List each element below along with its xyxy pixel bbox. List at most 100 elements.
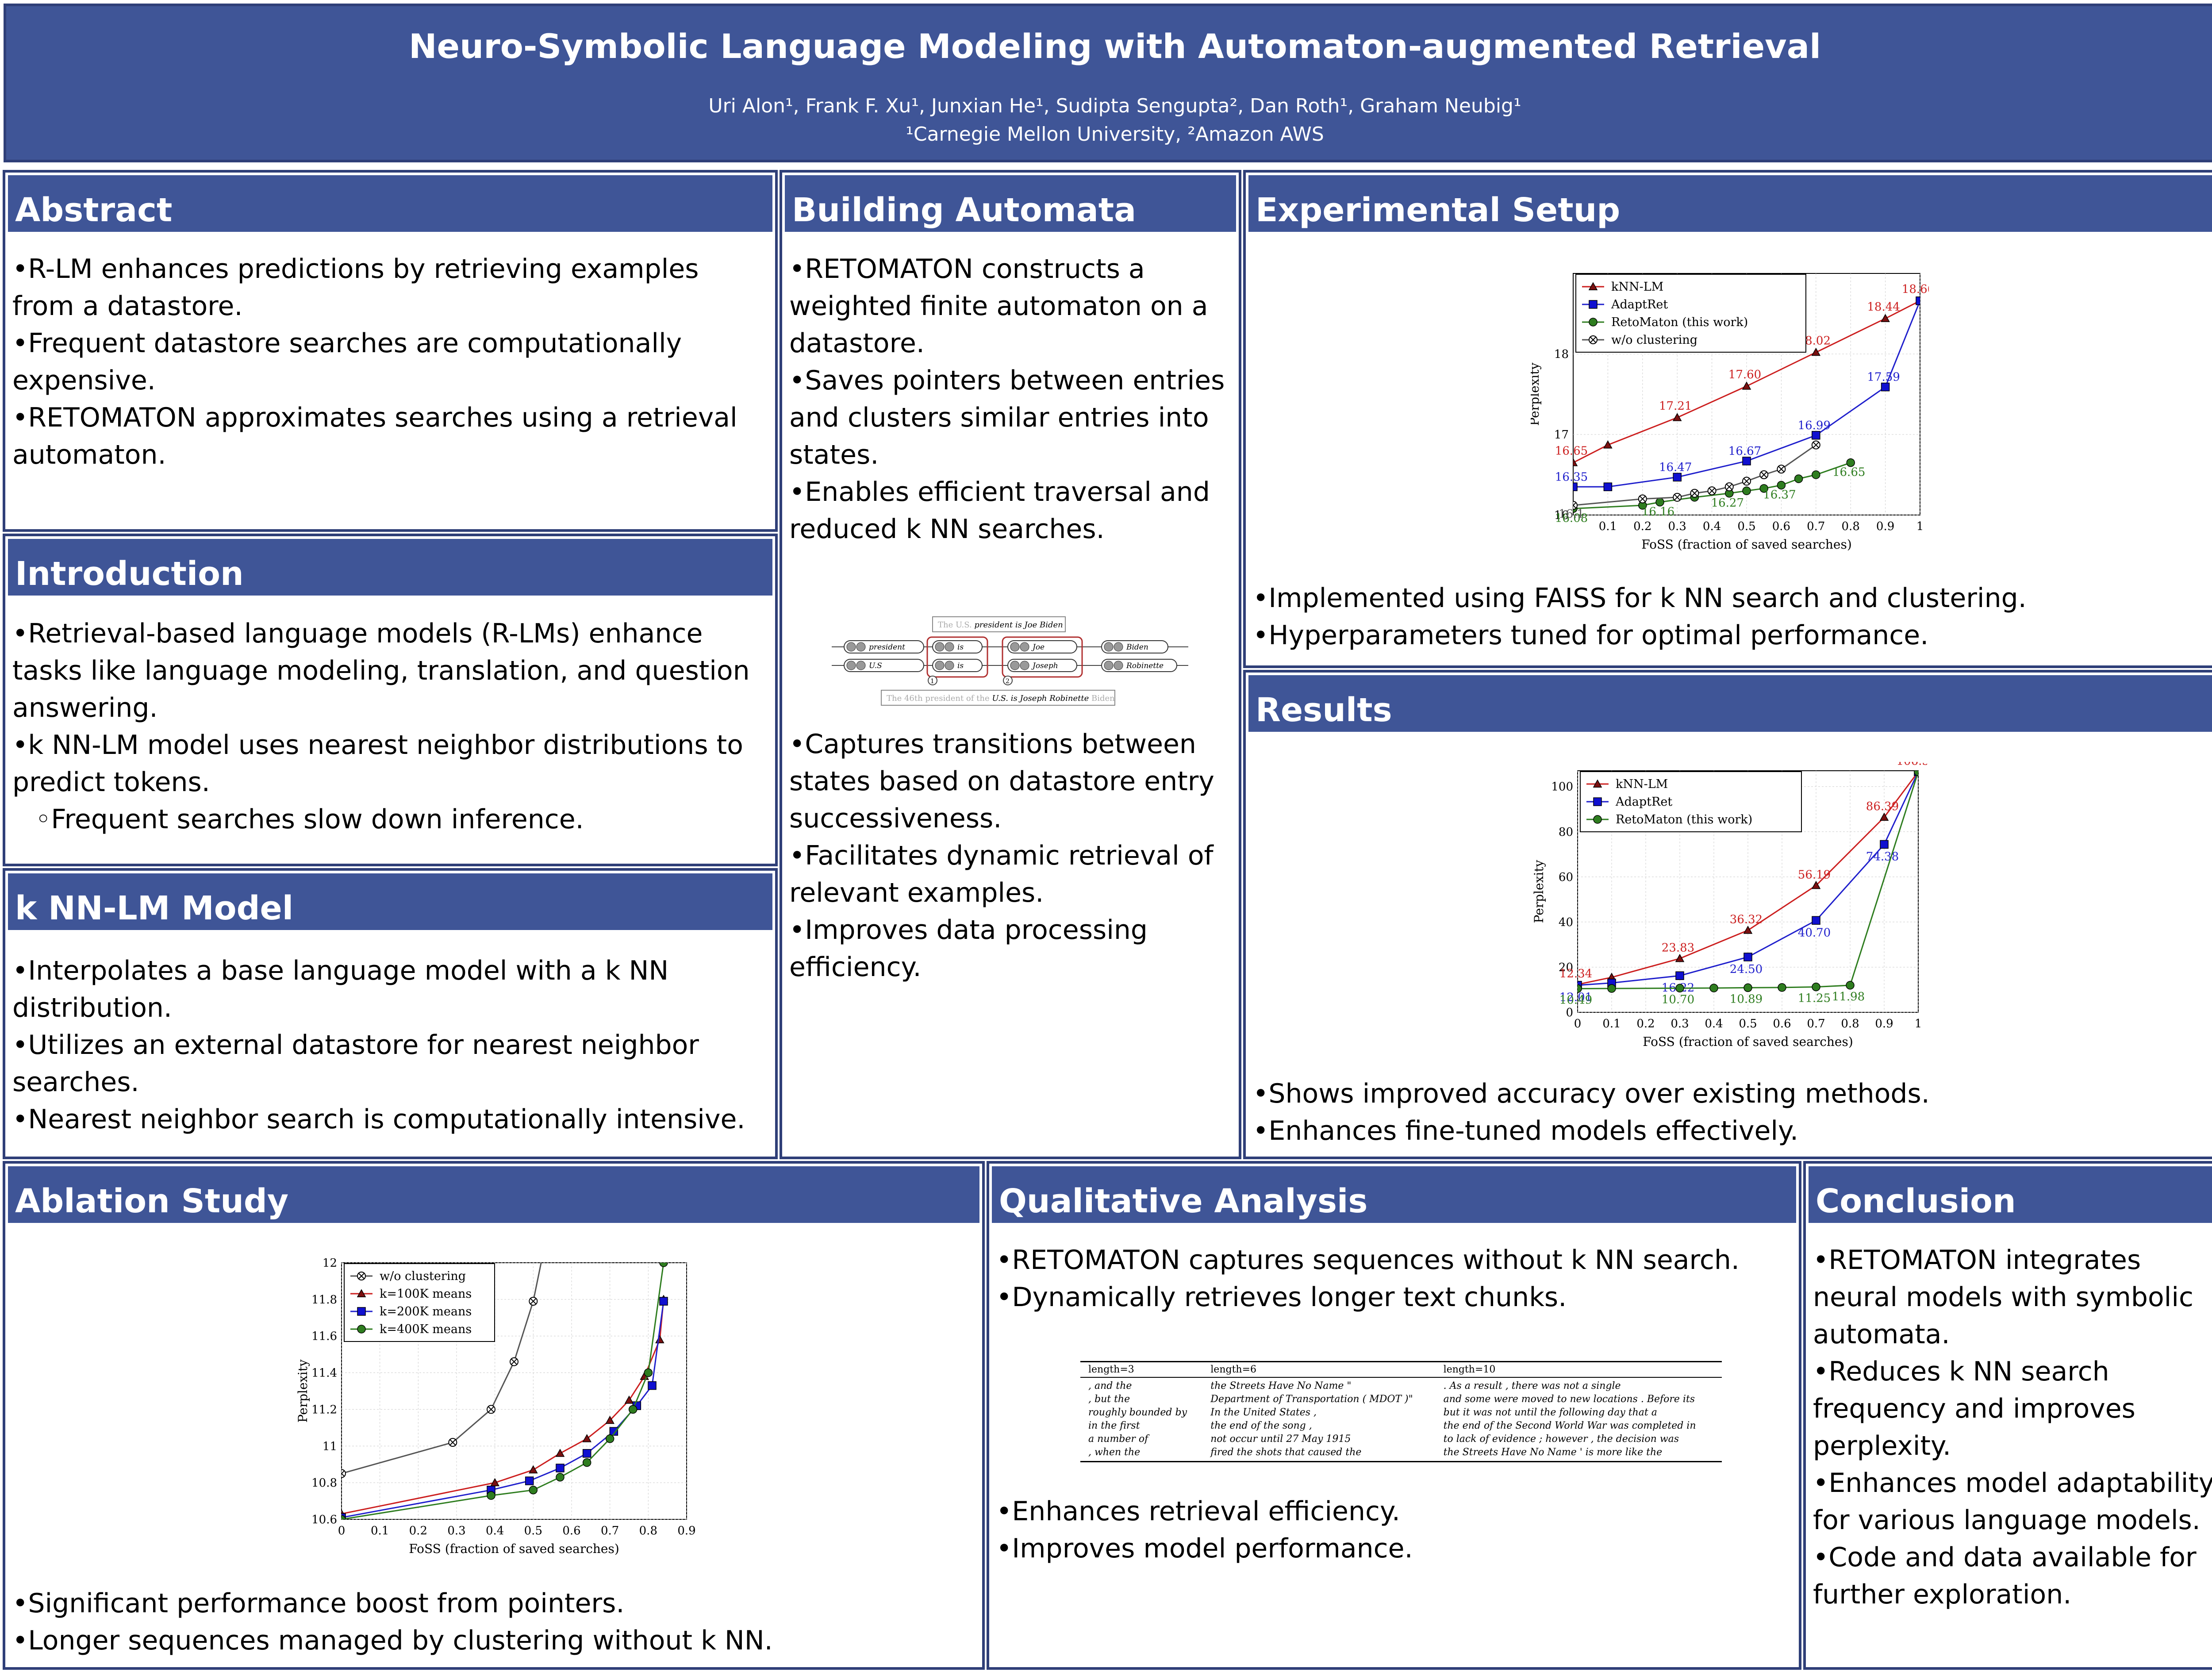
x-tick-label: 0.2	[1636, 1017, 1655, 1030]
diagram-top-caption-box	[932, 616, 1066, 632]
x-tick-label: 0.2	[1633, 520, 1651, 533]
data-label: 36.32	[1730, 913, 1763, 926]
x-tick-label: 0.8	[1842, 520, 1860, 533]
data-point	[1724, 482, 1734, 492]
x-tick-label: 0.7	[601, 1524, 619, 1537]
data-point	[1811, 347, 1821, 356]
legend	[1580, 771, 1802, 832]
data-point	[1603, 440, 1613, 449]
data-point	[1573, 458, 1578, 466]
results-bullet: •Shows improved accuracy over existing m…	[1253, 1078, 1930, 1109]
legend-marker	[357, 1272, 366, 1280]
x-tick-label: 0.6	[562, 1524, 580, 1537]
knnlm-bullet: •Nearest neighbor search is computationa…	[12, 1104, 745, 1135]
building-bullets-top: •RETOMATON constructs a weighted finite …	[789, 250, 1236, 548]
legend-marker	[357, 1307, 366, 1316]
data-label: 16.16	[1642, 505, 1674, 519]
legend-marker	[1588, 282, 1598, 290]
introduction-bullet: •Retrieval-based language models (R-LMs)…	[12, 618, 750, 723]
x-axis-label: FoSS (fraction of saved searches)	[1641, 537, 1852, 552]
diagram-state-number	[1003, 676, 1013, 685]
data-point	[1675, 971, 1684, 980]
x-axis-label: FoSS (fraction of saved searches)	[1643, 1034, 1853, 1049]
svg-text:is: is	[957, 643, 964, 652]
data-label: 16.27	[1711, 496, 1744, 510]
legend-label: AdaptRet	[1611, 298, 1668, 311]
data-point	[582, 1449, 591, 1458]
diagram-row2-tokens: U.S is Joseph Robinette	[844, 659, 1177, 672]
diagram-state-2	[1002, 636, 1083, 678]
legend-marker	[1589, 300, 1598, 309]
qualitative-bullet: •RETOMATON captures sequences without k …	[996, 1245, 1740, 1276]
data-point	[648, 1381, 657, 1390]
qualitative-panel: Qualitative Analysis •RETOMATON captures…	[987, 1161, 1801, 1670]
conclusion-bullet: •Reduces k NN search frequency and impro…	[1813, 1356, 2135, 1461]
y-tick-label: 0	[1566, 1006, 1573, 1019]
data-point	[1759, 484, 1768, 493]
svg-text:is: is	[957, 661, 964, 670]
data-label: 86.39	[1866, 800, 1899, 813]
y-tick-label: 10.6	[311, 1513, 337, 1526]
series-line	[342, 1299, 664, 1515]
data-point	[1603, 482, 1613, 492]
x-tick-label: 0	[338, 1524, 346, 1537]
data-point	[582, 1458, 591, 1467]
data-point	[609, 1427, 618, 1436]
introduction-panel: Introduction •Retrieval-based language m…	[3, 534, 778, 866]
experimental-title: Experimental Setup	[1248, 175, 2212, 232]
conclusion-bullet: •RETOMATON integrates neural models with…	[1813, 1245, 2194, 1350]
data-label: 16.65	[1555, 445, 1588, 458]
series-3	[1573, 440, 1820, 510]
legend-label: kNN-LM	[1616, 777, 1668, 791]
y-tick-label: 12	[323, 1258, 337, 1270]
series-3	[342, 1263, 668, 1519]
table-header: length=6	[1202, 1361, 1436, 1378]
data-label: 16.47	[1659, 461, 1692, 474]
data-point	[556, 1472, 565, 1482]
data-point	[1914, 771, 1918, 776]
conclusion-bullets: •RETOMATON integrates neural models with…	[1813, 1242, 2212, 1613]
series-1	[1573, 296, 1920, 492]
abstract-bullets: •R-LM enhances predictions by retrieving…	[12, 250, 769, 473]
data-label: 10.49	[1559, 993, 1592, 1007]
legend-marker	[1593, 797, 1602, 806]
data-point	[1811, 440, 1820, 450]
data-point	[1812, 431, 1820, 440]
data-label: 17.60	[1728, 368, 1761, 381]
x-tick-label: 0.5	[524, 1524, 542, 1537]
building-bullet: •Improves data processing efficiency.	[789, 915, 1148, 983]
data-point	[1742, 477, 1751, 486]
series-0	[1573, 296, 1920, 466]
diagram-top-caption: The U.S. president is Joe Biden	[938, 620, 1063, 630]
building-title: Building Automata	[785, 175, 1236, 232]
data-point	[1916, 296, 1920, 305]
x-tick-label: 0.8	[1841, 1017, 1859, 1030]
results-bullet: •Enhances fine-tuned models effectively.	[1253, 1115, 1799, 1146]
qualitative-bullet: •Dynamically retrieves longer text chunk…	[996, 1282, 1567, 1313]
legend-label: RetoMaton (this work)	[1611, 315, 1748, 329]
data-point	[1673, 473, 1682, 482]
building-panel: Building Automata •RETOMATON constructs …	[780, 170, 1241, 1159]
x-tick-label: 0.1	[1602, 1017, 1621, 1030]
y-tick-label: 11	[323, 1440, 337, 1453]
svg-text:president: president	[869, 643, 905, 652]
conclusion-bullet: •Enhances model adaptability for various…	[1813, 1468, 2212, 1536]
y-tick-label: 16	[1554, 509, 1569, 522]
legend-label: k=200K means	[380, 1305, 472, 1318]
building-bullet: •Enables efficient traversal and reduced…	[789, 477, 1210, 545]
data-point	[1812, 916, 1820, 925]
y-tick-label: 11.8	[311, 1293, 337, 1307]
results-title: Results	[1248, 675, 2212, 732]
data-label: 74.38	[1866, 850, 1899, 863]
building-bullet: •Facilitates dynamic retrieval of releva…	[789, 840, 1214, 908]
svg-text:Robinette: Robinette	[1126, 661, 1164, 670]
diagram-state-1	[926, 636, 988, 678]
automaton-diagram: The U.S. president is Joe Biden presiden…	[832, 615, 1188, 715]
data-label: 16.99	[1798, 419, 1831, 432]
x-tick-label: 1	[1915, 1017, 1922, 1030]
data-point	[1573, 482, 1578, 492]
data-point	[1638, 494, 1647, 504]
qualitative-bullet: •Enhances retrieval efficiency.	[996, 1496, 1400, 1527]
x-tick-label: 0.8	[639, 1524, 657, 1537]
